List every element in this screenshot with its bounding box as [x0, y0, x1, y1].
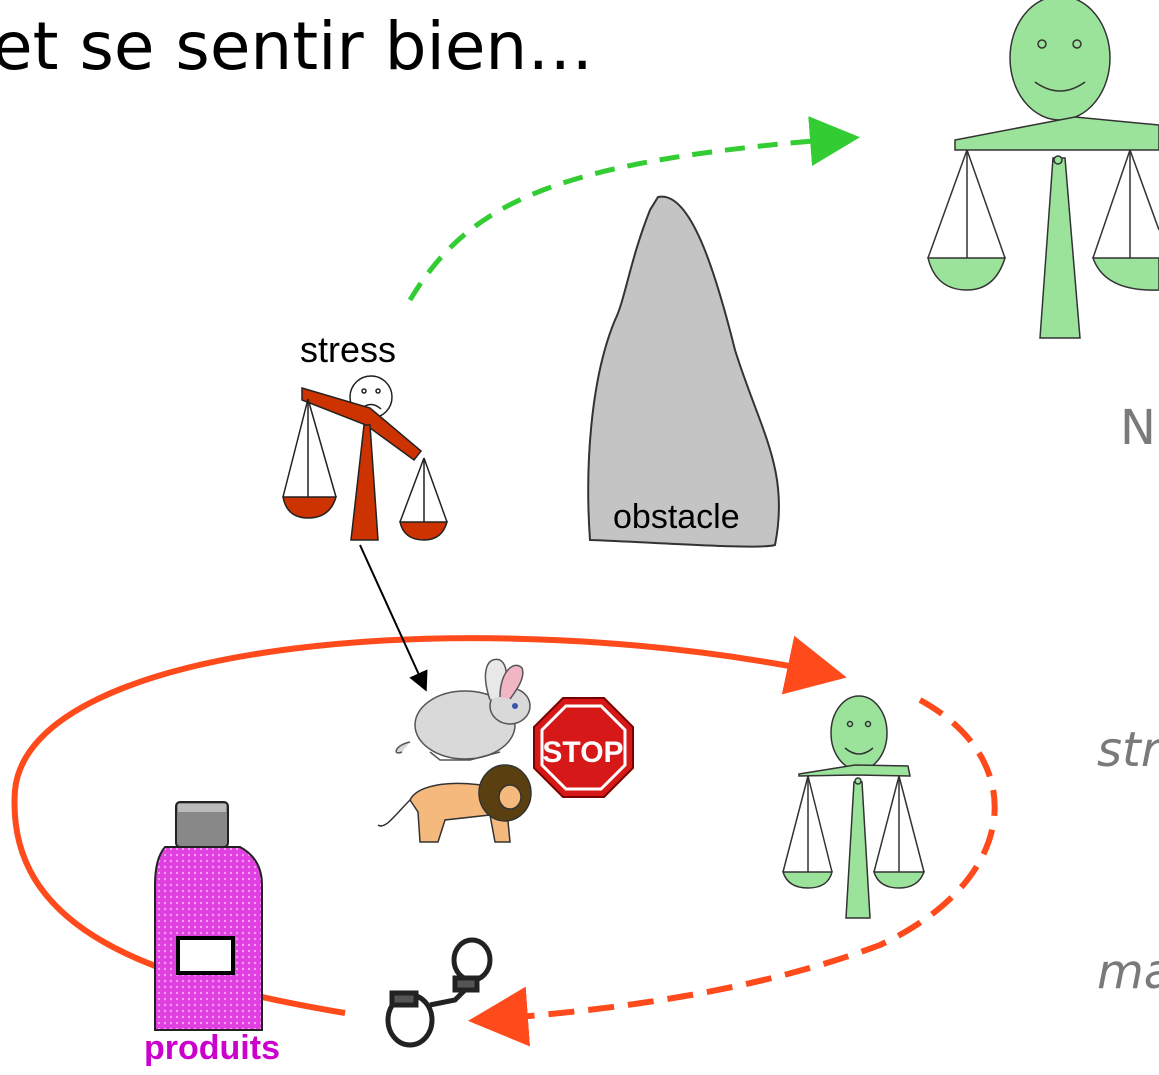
rabbit-icon [395, 658, 531, 761]
stop-sign-label: STOP [542, 736, 623, 769]
lion-icon [377, 764, 532, 843]
obstacle-label: obstacle [613, 498, 740, 536]
handcuffs-icon [385, 937, 493, 1048]
cycle-dashed-arc [468, 697, 998, 1047]
side-text-ma: ma [1097, 944, 1159, 1000]
side-text-st: str [1097, 722, 1159, 778]
obstacle-rock: obstacle [587, 195, 780, 548]
stress-balance-figure [282, 375, 448, 541]
slide-title: et se sentir bien… [0, 8, 594, 85]
side-text-n: N [1120, 400, 1156, 456]
stop-sign-icon: STOP [533, 697, 634, 798]
happy-balance-figure-large [927, 0, 1159, 339]
cycle-solid-arc [11, 635, 847, 1016]
green-dashed-path [407, 116, 860, 302]
produits-label: produits [144, 1029, 280, 1067]
stress-arrow [359, 544, 428, 692]
happy-balance-figure-small [781, 695, 926, 919]
bottle-icon [154, 801, 263, 1031]
stress-label: stress [300, 329, 396, 370]
